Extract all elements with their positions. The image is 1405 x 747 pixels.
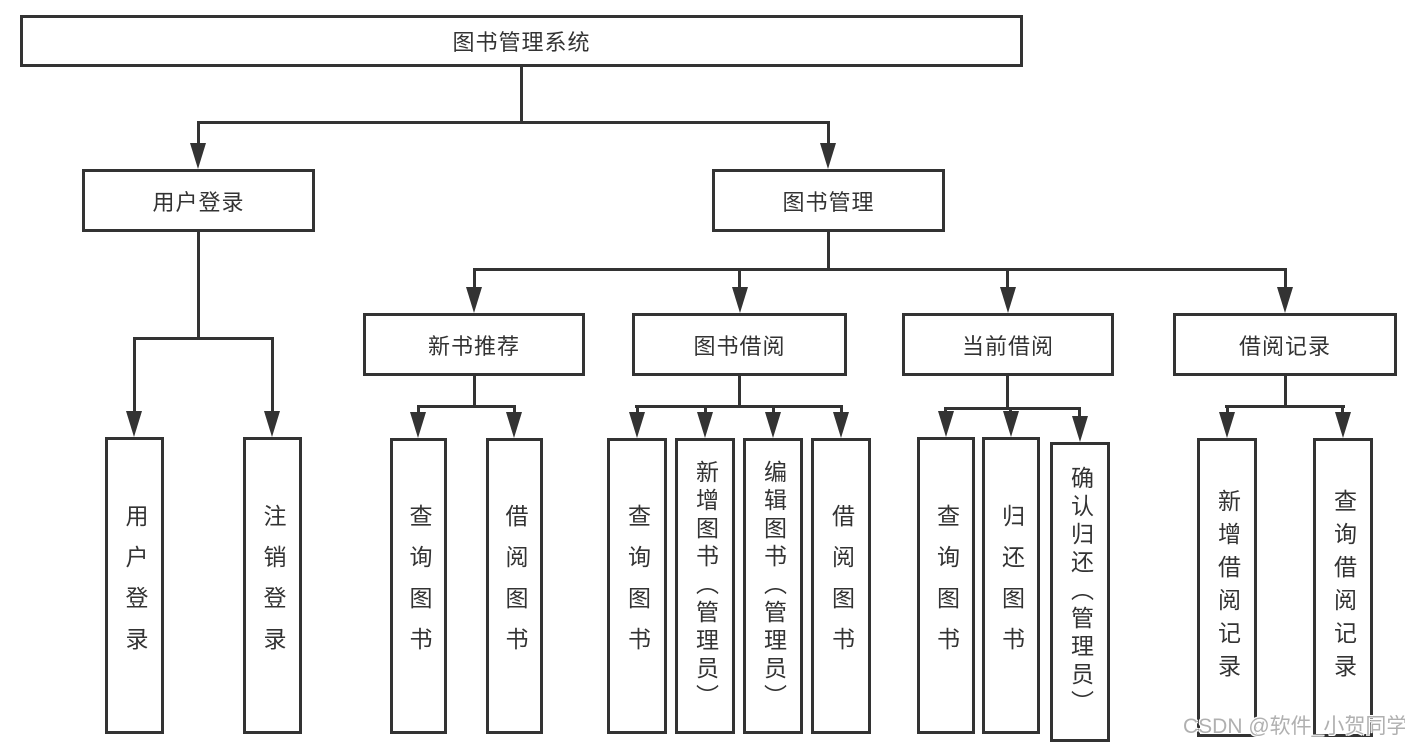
connector-line (197, 231, 200, 340)
arrow-down-icon (126, 411, 142, 437)
arrow-down-icon (410, 412, 426, 438)
connector-line (704, 405, 707, 414)
leaf-query-borrow-record: 查询借阅记录 (1313, 438, 1373, 737)
arrow-down-icon (938, 411, 954, 437)
connector-line (473, 268, 476, 290)
node-current-borrowing: 当前借阅 (902, 313, 1114, 376)
arrow-down-icon (732, 287, 748, 313)
leaf-confirm-return-admin: 确认归还（管理员） (1050, 442, 1110, 742)
connector-line (133, 337, 136, 413)
leaf-user-login: 用户登录 (105, 437, 164, 734)
arrow-down-icon (190, 143, 206, 169)
arrow-down-icon (833, 412, 849, 438)
connector-line (827, 231, 830, 271)
leaf-query-books: 查询图书 (607, 438, 667, 734)
connector-line (133, 337, 274, 340)
leaf-add-borrow-record: 新增借阅记录 (1197, 438, 1257, 737)
connector-line (1078, 407, 1081, 419)
node-book-borrowing: 图书借阅 (632, 313, 847, 376)
connector-line (1006, 376, 1009, 410)
connector-line (738, 268, 741, 290)
connector-line (197, 121, 830, 124)
connector-line (417, 405, 420, 414)
arrow-down-icon (820, 143, 836, 169)
arrow-down-icon (466, 287, 482, 313)
csdn-watermark: CSDN @软件_小贺同学 (1183, 715, 1405, 738)
arrow-down-icon (506, 412, 522, 438)
arrow-down-icon (1003, 411, 1019, 437)
arrow-down-icon (1000, 287, 1016, 313)
leaf-logout: 注销登录 (243, 437, 302, 734)
connector-line (473, 376, 476, 408)
connector-line (738, 376, 741, 408)
node-user-login: 用户登录 (82, 169, 315, 232)
connector-line (944, 407, 1081, 410)
connector-line (473, 268, 1287, 271)
leaf-edit-books-admin: 编辑图书（管理员） (743, 438, 803, 734)
leaf-borrow-books: 借阅图书 (486, 438, 543, 734)
connector-line (1225, 405, 1345, 408)
node-borrowing-records: 借阅记录 (1173, 313, 1397, 376)
arrow-down-icon (765, 412, 781, 438)
leaf-add-books-admin: 新增图书（管理员） (675, 438, 735, 734)
connector-line (827, 121, 830, 147)
leaf-return-books: 归还图书 (982, 437, 1040, 734)
connector-line (1284, 268, 1287, 290)
arrow-down-icon (1219, 412, 1235, 438)
connector-line (772, 405, 775, 414)
leaf-query-books: 查询图书 (390, 438, 447, 734)
arrow-down-icon (264, 411, 280, 437)
arrow-down-icon (1277, 287, 1293, 313)
connector-line (1226, 405, 1229, 414)
arrow-down-icon (1072, 416, 1088, 442)
connector-line (1284, 376, 1287, 408)
connector-line (417, 405, 516, 408)
arrow-down-icon (629, 412, 645, 438)
connector-line (513, 405, 516, 414)
node-library-management-system: 图书管理系统 (20, 15, 1023, 67)
node-book-management: 图书管理 (712, 169, 945, 232)
connector-line (271, 337, 274, 413)
connector-line (840, 405, 843, 414)
leaf-borrow-books: 借阅图书 (811, 438, 871, 734)
leaf-query-books: 查询图书 (917, 437, 975, 734)
node-new-book-recommend: 新书推荐 (363, 313, 585, 376)
connector-line (636, 405, 639, 414)
arrow-down-icon (697, 412, 713, 438)
connector-line (197, 121, 200, 147)
connector-line (520, 66, 523, 124)
connector-line (1006, 268, 1009, 290)
arrow-down-icon (1335, 412, 1351, 438)
connector-line (635, 405, 843, 408)
connector-line (1341, 405, 1344, 414)
